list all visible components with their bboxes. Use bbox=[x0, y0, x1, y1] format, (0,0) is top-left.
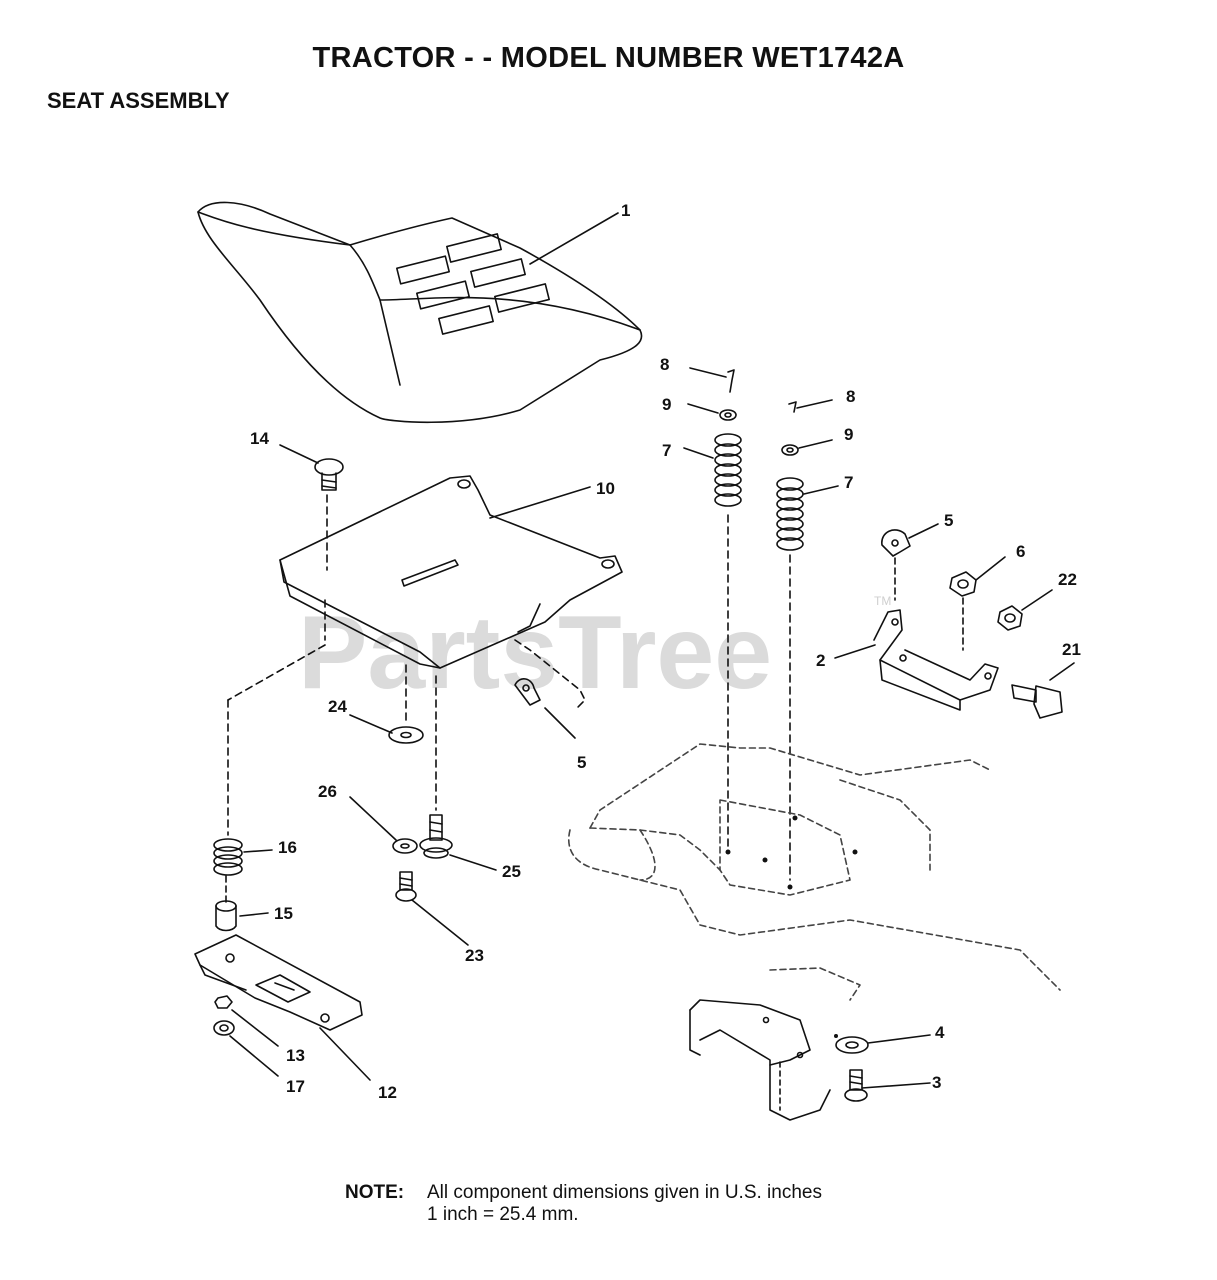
callout-10: 10 bbox=[596, 479, 615, 498]
callout-4: 4 bbox=[935, 1023, 945, 1042]
pivot-bracket-part[interactable] bbox=[834, 609, 999, 711]
seat-bracket-part[interactable] bbox=[227, 475, 623, 836]
watermark-trademark: TM bbox=[874, 594, 891, 608]
hex-bolt-21-part[interactable] bbox=[1011, 662, 1075, 719]
shoulder-bolt-part[interactable] bbox=[419, 814, 497, 871]
watermark: PartsTree bbox=[298, 595, 772, 711]
lower-frame-bracket bbox=[689, 999, 831, 1121]
flat-washer-24-part[interactable] bbox=[349, 714, 424, 744]
note-line-1: All component dimensions given in U.S. i… bbox=[427, 1182, 822, 1203]
callout-16: 16 bbox=[278, 838, 297, 857]
spring-stack-right-part[interactable] bbox=[776, 399, 839, 881]
callout-1: 1 bbox=[621, 201, 630, 220]
callout-26: 26 bbox=[318, 782, 337, 801]
carriage-bolt-part[interactable] bbox=[279, 444, 344, 571]
spacer-part[interactable] bbox=[215, 875, 269, 932]
page-title: TRACTOR - - MODEL NUMBER WET1742A bbox=[312, 42, 905, 74]
seat-clip-upper-part[interactable] bbox=[881, 523, 939, 601]
chassis-holes bbox=[725, 815, 858, 1038]
callout-8-right: 8 bbox=[846, 387, 855, 406]
washer-17-part[interactable] bbox=[213, 1020, 279, 1077]
callout-9-right: 9 bbox=[844, 425, 853, 444]
note-label: NOTE: bbox=[345, 1182, 405, 1203]
callout-13: 13 bbox=[286, 1046, 305, 1065]
seat-spring-part[interactable] bbox=[213, 838, 273, 876]
callout-6: 6 bbox=[1016, 542, 1025, 561]
callout-7-left: 7 bbox=[662, 441, 671, 460]
note-line-2: 1 inch = 25.4 mm. bbox=[427, 1204, 579, 1225]
chassis-frame-outline bbox=[568, 743, 1061, 1001]
callout-17: 17 bbox=[286, 1077, 305, 1096]
callout-7-right: 7 bbox=[844, 473, 853, 492]
spring-7-right bbox=[776, 477, 804, 551]
callout-24: 24 bbox=[328, 697, 347, 716]
hex-nut-6-part[interactable] bbox=[949, 556, 1006, 651]
callout-3: 3 bbox=[932, 1073, 941, 1092]
callout-12: 12 bbox=[378, 1083, 397, 1102]
lock-washer-part[interactable] bbox=[349, 796, 418, 854]
spring-7-left bbox=[714, 433, 742, 507]
seat-base-plate-part[interactable] bbox=[194, 934, 371, 1081]
callout-23: 23 bbox=[465, 946, 484, 965]
section-title: SEAT ASSEMBLY bbox=[47, 88, 230, 113]
callout-14: 14 bbox=[250, 429, 269, 448]
callout-22: 22 bbox=[1058, 570, 1077, 589]
callout-8-left: 8 bbox=[660, 355, 669, 374]
callout-5-lower: 5 bbox=[577, 753, 586, 772]
callout-25: 25 bbox=[502, 862, 521, 881]
hex-bolt-23-part[interactable] bbox=[395, 871, 469, 946]
callout-21: 21 bbox=[1062, 640, 1081, 659]
hex-bolt-3-part[interactable] bbox=[844, 1069, 931, 1102]
dimension-note: NOTE: All component dimensions given in U… bbox=[345, 1182, 822, 1226]
spring-stack-left-part[interactable] bbox=[683, 367, 742, 851]
flat-washer-4-part[interactable] bbox=[835, 1034, 931, 1054]
callout-2: 2 bbox=[816, 651, 825, 670]
callout-15: 15 bbox=[274, 904, 293, 923]
callout-labels: 1 8 9 7 8 9 7 14 10 5 6 22 2 21 24 5 26 … bbox=[250, 201, 1081, 1102]
hex-nut-13-part[interactable] bbox=[214, 995, 279, 1047]
hex-nut-22-part[interactable] bbox=[997, 589, 1053, 631]
seat-part[interactable] bbox=[197, 201, 643, 424]
callout-9-left: 9 bbox=[662, 395, 671, 414]
callout-5-upper: 5 bbox=[944, 511, 953, 530]
seat-clip-lower-part[interactable] bbox=[514, 678, 576, 739]
